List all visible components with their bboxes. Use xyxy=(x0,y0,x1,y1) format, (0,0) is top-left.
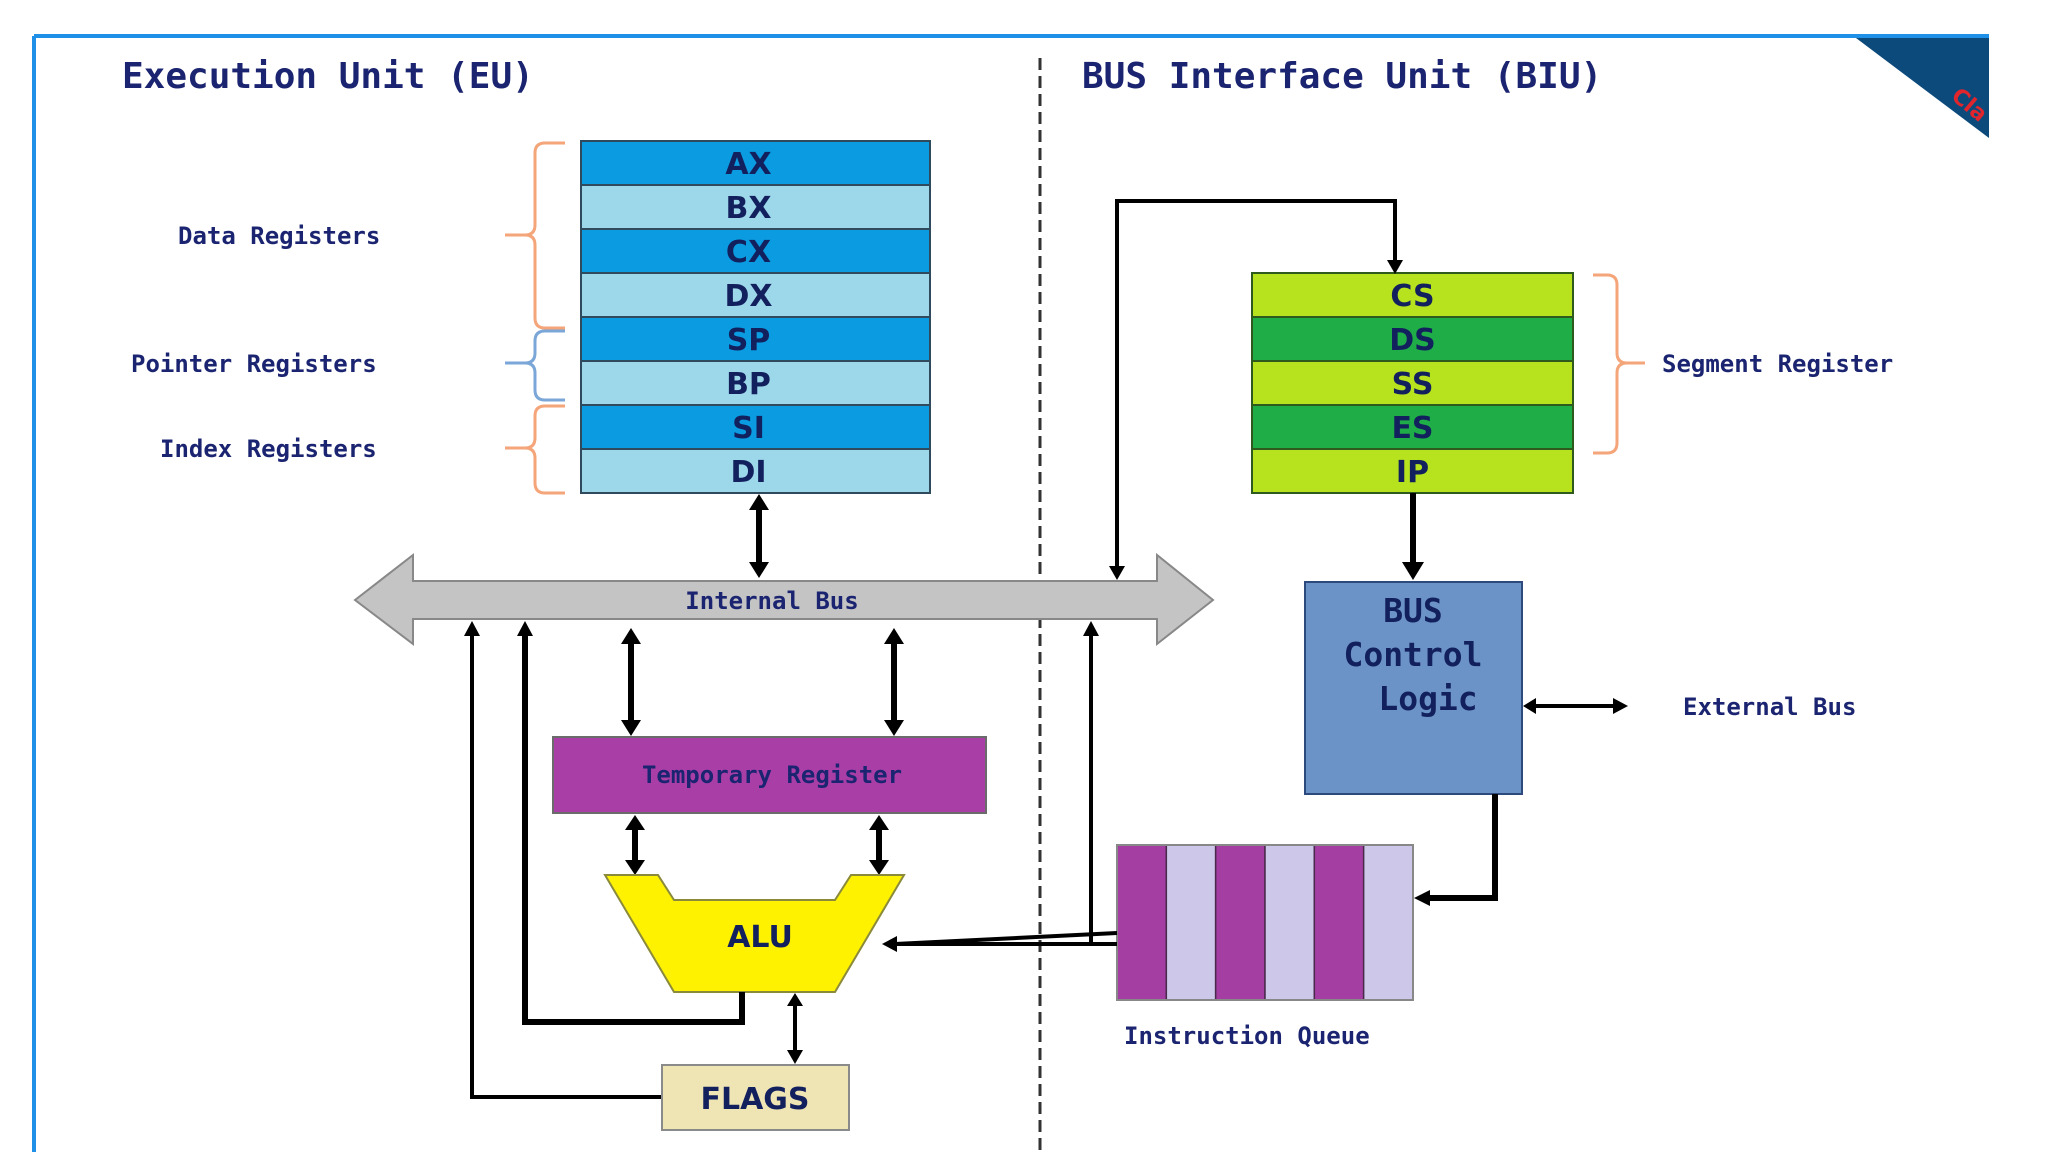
register-sp: SP xyxy=(580,316,931,362)
queue-slot xyxy=(1264,844,1316,1001)
data-registers-brace xyxy=(505,141,565,330)
queue-slot xyxy=(1165,844,1217,1001)
corner-ribbon: Class xyxy=(1856,38,2012,144)
register-cx: CX xyxy=(580,228,931,274)
instruction-queue xyxy=(1116,844,1414,1001)
register-label: DI xyxy=(730,455,766,490)
bus-temp-arrows xyxy=(621,628,904,736)
pointer-registers-brace xyxy=(505,329,565,402)
data-registers-label: Data Registers xyxy=(178,222,380,250)
register-dx: DX xyxy=(580,272,931,318)
flags-to-bus-loop xyxy=(464,621,662,1099)
register-bp: BP xyxy=(580,360,931,406)
bus-control-line-3: Logic xyxy=(1378,679,1477,718)
segment-register-es: ES xyxy=(1251,404,1574,450)
segment-register-ss: SS xyxy=(1251,360,1574,406)
flags-label: FLAGS xyxy=(700,1082,809,1117)
register-si: SI xyxy=(580,404,931,450)
segment-register-cs: CS xyxy=(1251,272,1574,318)
bus-control-line-1: BUS xyxy=(1383,591,1443,630)
register-bx: BX xyxy=(580,184,931,230)
pointer-registers-label: Pointer Registers xyxy=(131,350,377,378)
segment-register-stack: CS DS SS ES IP xyxy=(1251,272,1574,494)
bus-control-logic: BUS Control Logic xyxy=(1304,581,1523,795)
ip-to-bus-control-arrow xyxy=(1402,493,1424,580)
segment-register-ip: IP xyxy=(1251,448,1574,494)
register-label: SP xyxy=(727,323,771,358)
segment-register-label: CS xyxy=(1390,279,1434,314)
index-registers-brace xyxy=(505,404,565,495)
eu-title: Execution Unit (EU) xyxy=(122,56,534,97)
queue-slot xyxy=(1313,844,1365,1001)
instruction-queue-label: Instruction Queue xyxy=(1124,1022,1370,1050)
register-di: DI xyxy=(580,448,931,494)
register-label: BP xyxy=(726,367,771,402)
internal-bus-label: Internal Bus xyxy=(685,587,858,615)
flags-register: FLAGS xyxy=(661,1064,850,1131)
alu-label: ALU xyxy=(727,920,793,955)
register-ax: AX xyxy=(580,140,931,186)
temporary-register-label: Temporary Register xyxy=(642,761,902,789)
bus-control-to-queue-arrow xyxy=(1414,794,1498,906)
segment-register-ds: DS xyxy=(1251,316,1574,362)
register-label: CX xyxy=(726,235,771,270)
temporary-register: Temporary Register xyxy=(552,736,987,814)
temp-alu-arrows xyxy=(625,815,889,875)
internal-bus: Internal Bus xyxy=(353,552,1215,647)
segment-register-label: Segment Register xyxy=(1662,350,1893,378)
alu-flags-arrow xyxy=(787,993,803,1064)
register-label: SI xyxy=(732,411,765,446)
alu: ALU xyxy=(603,874,906,993)
queue-slot xyxy=(1116,844,1168,1001)
queue-slot xyxy=(1214,844,1266,1001)
queue-outline xyxy=(1116,844,1414,1001)
general-register-stack: AX BX CX DX SP BP SI DI xyxy=(580,140,931,494)
queue-slot xyxy=(1362,844,1414,1001)
register-label: DX xyxy=(724,279,772,314)
biu-title: BUS Interface Unit (BIU) xyxy=(1082,56,1602,97)
segment-register-label: DS xyxy=(1389,323,1436,358)
register-label: AX xyxy=(725,147,771,182)
external-bus-label: External Bus xyxy=(1683,693,1856,721)
bus-control-line-2: Control xyxy=(1343,635,1482,674)
index-registers-label: Index Registers xyxy=(160,435,377,463)
queue-outputs xyxy=(882,621,1117,952)
registers-bus-arrow xyxy=(749,494,769,578)
segment-register-label: IP xyxy=(1396,455,1429,490)
register-label: BX xyxy=(726,191,772,226)
segment-register-brace xyxy=(1593,273,1645,455)
segment-register-label: ES xyxy=(1391,411,1433,446)
slide-frame xyxy=(32,34,1989,1152)
alu-to-bus-loop xyxy=(517,621,745,1025)
external-bus-arrow xyxy=(1523,698,1628,714)
segment-register-label: SS xyxy=(1392,367,1434,402)
bus-to-segment-loop xyxy=(1109,199,1403,580)
